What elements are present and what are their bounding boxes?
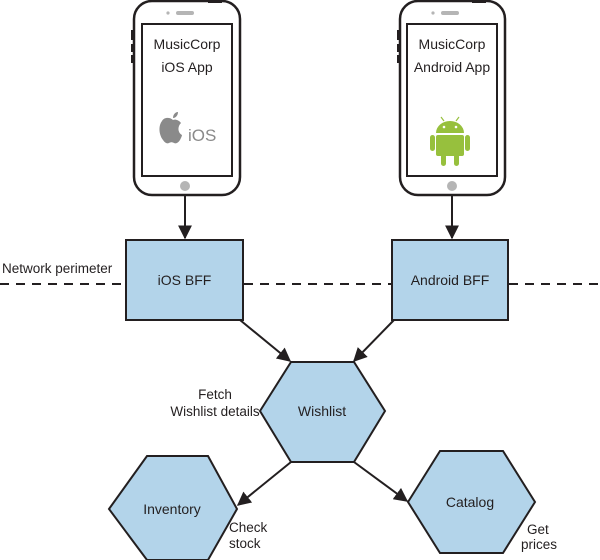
fetch-label-line1: Fetch: [198, 387, 232, 402]
wishlist-to-catalog-arrow: [353, 461, 409, 502]
ios-bff-label: iOS BFF: [158, 272, 212, 288]
ios-logo-text: iOS: [188, 126, 216, 145]
check-label-line2: stock: [229, 536, 261, 551]
home-button-icon: [447, 181, 457, 191]
network-perimeter-label: Network perimeter: [2, 261, 113, 276]
fetch-label-line2: Wishlist details: [170, 404, 260, 419]
check-label-line1: Check: [229, 520, 268, 535]
wishlist-service: Wishlist: [258, 361, 387, 463]
inventory-service: Inventory: [107, 455, 239, 560]
apple-logo-icon: [159, 112, 182, 144]
home-button-icon: [180, 181, 190, 191]
catalog-service: Catalog: [406, 450, 537, 554]
android-app-title-line2: Android App: [414, 59, 490, 75]
ios-app-title-line1: MusicCorp: [154, 36, 221, 52]
catalog-label: Catalog: [446, 494, 494, 510]
inventory-label: Inventory: [143, 501, 201, 517]
android-bff-box: Android BFF: [391, 239, 509, 321]
get-label-line1: Get: [527, 522, 549, 537]
android-bff-label: Android BFF: [411, 272, 490, 288]
android-bff-to-wishlist-arrow: [353, 319, 395, 363]
wishlist-label: Wishlist: [298, 403, 346, 419]
ios-phone: MusicCorp iOS App iOS: [131, 0, 242, 197]
android-app-title-line1: MusicCorp: [419, 36, 486, 52]
ios-bff-to-wishlist-arrow: [239, 319, 292, 362]
phone-side-button: [131, 30, 134, 40]
android-robot-icon: [430, 116, 470, 166]
phone-camera: [166, 11, 170, 15]
wishlist-to-inventory-arrow: [236, 461, 292, 506]
ios-bff-box: iOS BFF: [125, 239, 244, 321]
ios-app-title-line2: iOS App: [161, 59, 213, 75]
phone-speaker: [176, 11, 194, 15]
android-phone: MusicCorp Android App: [397, 0, 507, 197]
get-label-line2: prices: [521, 537, 557, 552]
